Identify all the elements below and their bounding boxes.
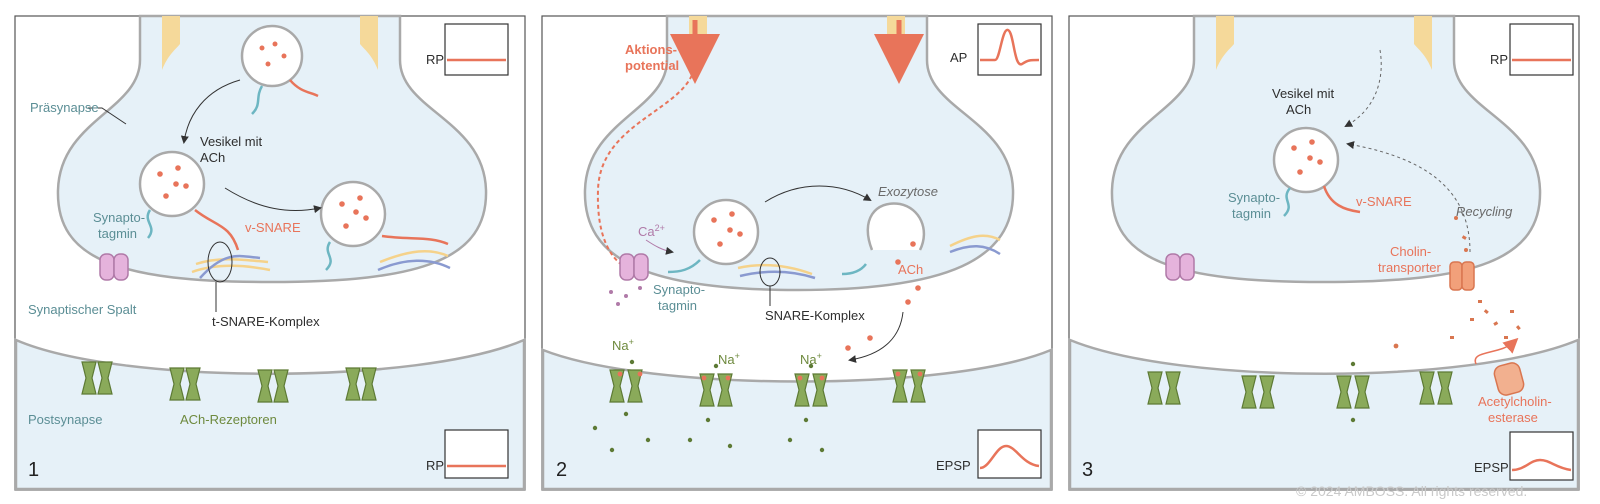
trace-top-label: RP — [426, 52, 444, 67]
trace-bottom-label: RP — [426, 458, 444, 473]
esterase-label-line1: Acetylcholin- — [1478, 394, 1552, 409]
vsnare-label: v-SNARE — [1356, 194, 1412, 209]
trace-bottom-label: EPSP — [1474, 460, 1509, 475]
action-potential-label-line1: Aktions- — [625, 42, 677, 57]
copyright-watermark: © 2024 AMBOSS. All rights reserved. — [1296, 483, 1527, 499]
sodium-label-3: Na+ — [800, 351, 822, 367]
trace-bottom-box — [444, 429, 509, 479]
trace-top-label: AP — [950, 50, 967, 65]
ach-receptors — [1147, 371, 1453, 409]
choline-transporter — [1449, 261, 1475, 291]
receptors-label: ACh-Rezeptoren — [180, 412, 277, 427]
vesicle-label-line2: ACh — [1286, 102, 1311, 117]
vesicle-label-line1: Vesikel mit — [200, 134, 263, 149]
ach-label: ACh — [898, 262, 923, 277]
synaptotagmin-label-line1: Synapto- — [1228, 190, 1280, 205]
trace-top-label: RP — [1490, 52, 1508, 67]
acetylcholinesterase — [1493, 362, 1525, 396]
panel-2: Aktions- potential Ca2+ Synapto- tagmin … — [541, 14, 1053, 491]
postsynaptic-membrane — [541, 348, 1053, 491]
vesicle-label-line2: ACh — [200, 150, 225, 165]
synaptotagmin-label-line1: Synapto- — [93, 210, 145, 225]
presynapse-label: Präsynapse — [30, 100, 99, 115]
action-potential-label-line2: potential — [625, 58, 679, 73]
trace-bottom-box — [977, 429, 1042, 479]
exocytosis-label: Exozytose — [878, 184, 938, 199]
vsnare-label: v-SNARE — [245, 220, 301, 235]
sodium-label-2: Na+ — [718, 351, 740, 367]
panel-number-1: 1 — [28, 459, 39, 481]
snare-label: SNARE-Komplex — [765, 308, 865, 323]
esterase-label-line2: esterase — [1488, 410, 1538, 425]
trace-top-box — [1509, 23, 1574, 76]
calcium-channel — [1165, 253, 1195, 281]
postsynapse-label: Postsynapse — [28, 412, 102, 427]
trace-bottom-box — [1509, 431, 1574, 481]
cleft-label: Synaptischer Spalt — [28, 302, 137, 317]
synaptotagmin-label-line1: Synapto- — [653, 282, 705, 297]
calcium-channel — [619, 253, 649, 281]
tsnare-label: t-SNARE-Komplex — [212, 314, 320, 329]
trace-top-box — [444, 23, 509, 76]
panel-number-2: 2 — [556, 459, 567, 481]
ach-receptors — [81, 361, 377, 403]
ach-receptors — [609, 369, 926, 407]
panel-1: Präsynapse Vesikel mit ACh Synapto- tagm… — [14, 14, 526, 491]
synaptotagmin-label-line2: tagmin — [1232, 206, 1271, 221]
recycling-label: Recycling — [1456, 204, 1513, 219]
synaptotagmin-label-line2: tagmin — [658, 298, 697, 313]
synaptotagmin-label-line2: tagmin — [98, 226, 137, 241]
postsynaptic-membrane — [14, 338, 526, 491]
vesicle-label-line1: Vesikel mit — [1272, 86, 1335, 101]
trace-bottom-label: EPSP — [936, 458, 971, 473]
calcium-label: Ca2+ — [638, 223, 665, 239]
calcium-channel — [99, 253, 129, 281]
transporter-label-line2: transporter — [1378, 260, 1442, 275]
transporter-label-line1: Cholin- — [1390, 244, 1431, 259]
panel-number-3: 3 — [1082, 459, 1093, 481]
sodium-label-1: Na+ — [612, 337, 634, 353]
panel-3: Vesikel mit ACh Synapto- tagmin v-SNARE … — [1068, 14, 1580, 491]
